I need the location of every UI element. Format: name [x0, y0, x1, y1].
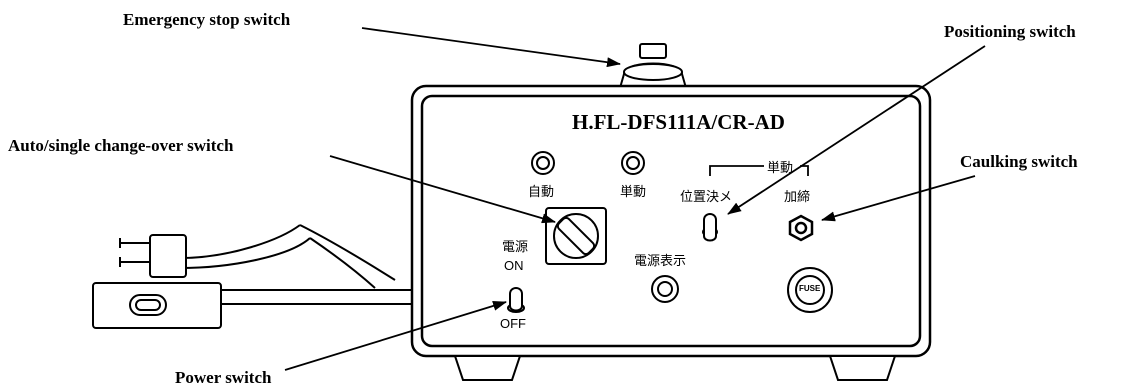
- indicator-lamps: [531, 151, 679, 303]
- power-label: 電源: [502, 240, 529, 255]
- single-label: 単動: [620, 185, 647, 200]
- single-group-label: 単動: [767, 161, 794, 176]
- off-label: OFF: [500, 316, 526, 331]
- feet: [453, 355, 897, 381]
- callout-auto-single: Auto/single change-over switch: [8, 136, 234, 155]
- callout-positioning: Positioning switch: [944, 22, 1076, 41]
- inline-switch-icon: [92, 282, 415, 329]
- callout-caulking: Caulking switch: [960, 152, 1078, 171]
- emergency-stop-icon: [618, 43, 688, 89]
- callout-power: Power switch: [175, 368, 272, 387]
- power-toggle-icon: [508, 288, 525, 313]
- power-indicator-label: 電源表示: [634, 254, 687, 269]
- fuse-holder-icon: [787, 267, 833, 313]
- on-label: ON: [504, 258, 524, 273]
- caulking-button-icon: [788, 214, 814, 242]
- positioning-label: 位置決メ: [680, 190, 733, 205]
- callout-leaders: [284, 27, 986, 371]
- auto-label: 自動: [528, 185, 555, 200]
- power-cord: [179, 224, 396, 289]
- auto-single-selector-icon: [545, 207, 607, 265]
- fuse-label: FUSE: [799, 284, 821, 293]
- positioning-toggle-icon: [702, 213, 718, 242]
- caulking-label: 加締: [784, 190, 811, 205]
- model-label: H.FL-DFS111A/CR-AD: [572, 110, 785, 134]
- plug-icon: [119, 234, 187, 278]
- callout-emergency-stop: Emergency stop switch: [123, 10, 291, 29]
